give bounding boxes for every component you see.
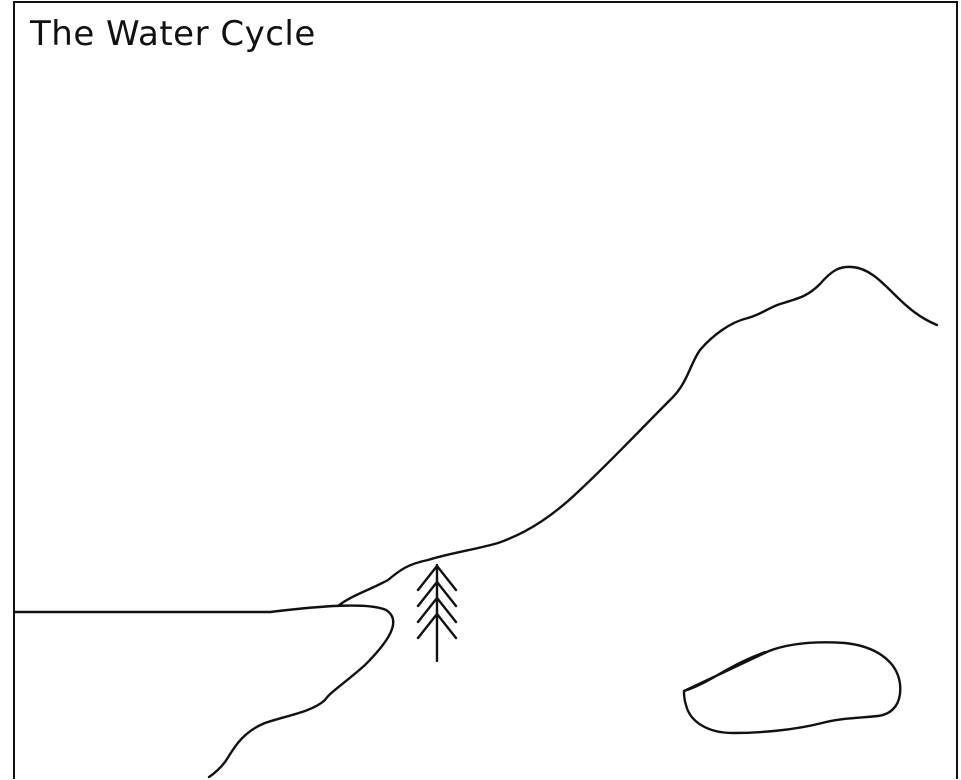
pine-tree: [418, 565, 456, 661]
lake-shoreline: [15, 606, 393, 777]
pond-outline: [684, 642, 900, 733]
hillside-outline: [338, 267, 937, 606]
